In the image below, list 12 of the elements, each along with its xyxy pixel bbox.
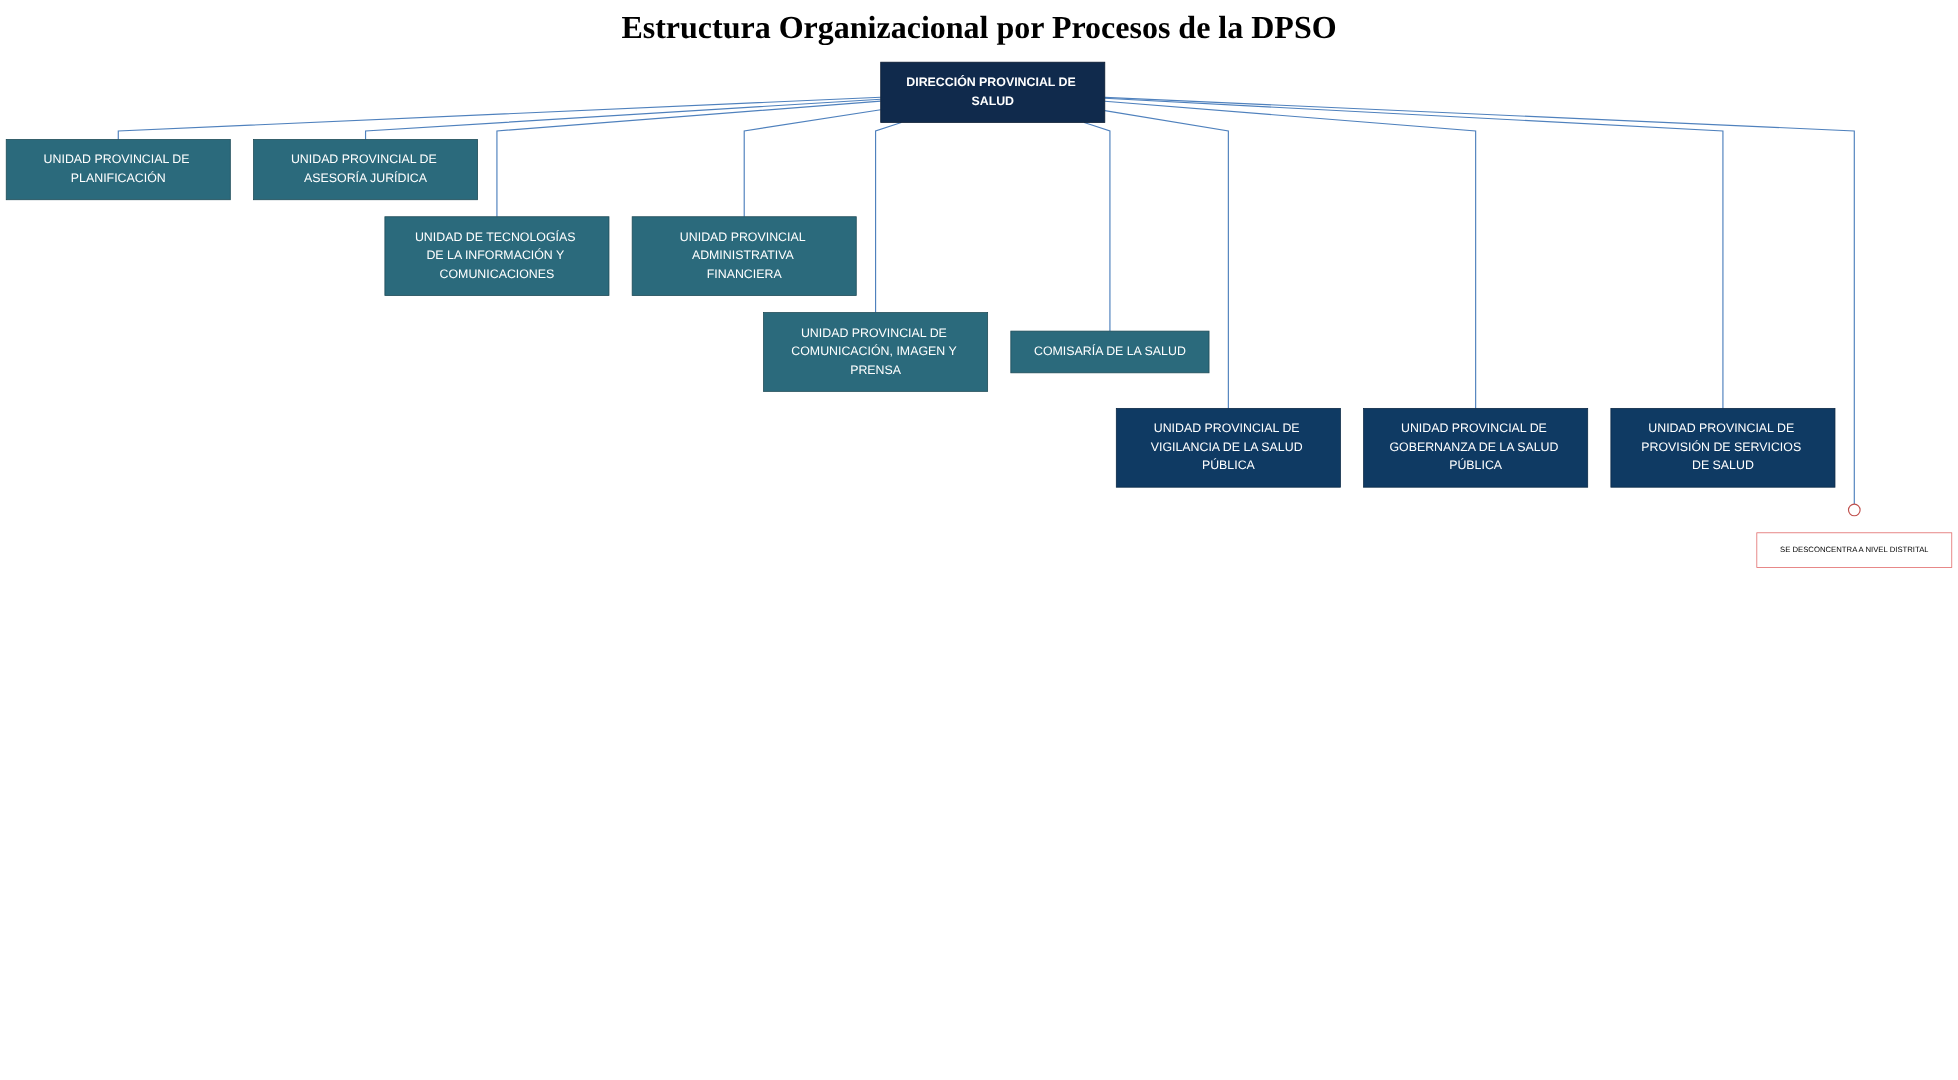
connector: [875, 121, 902, 314]
connector: [117, 96, 882, 141]
connector: [1104, 100, 1477, 409]
connector: [365, 98, 882, 141]
connector: [1083, 121, 1111, 332]
connector: [1104, 96, 1855, 505]
connector: [1104, 97, 1724, 409]
connector: [496, 100, 882, 218]
node-circle: [1847, 503, 1861, 517]
connector: [743, 109, 882, 218]
connector: [1104, 110, 1229, 409]
diagram-title: Estructura Organizacional por Procesos de la DPSO: [619, 12, 1339, 48]
